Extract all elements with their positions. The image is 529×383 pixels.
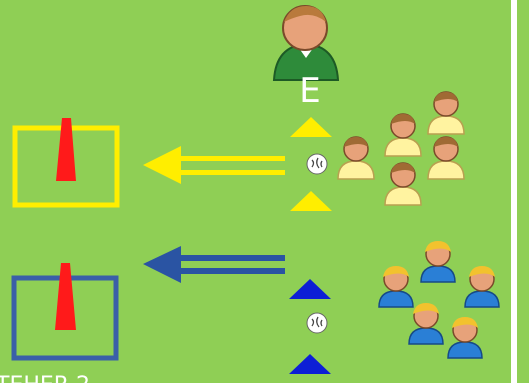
player-icon: [447, 317, 483, 359]
blue-goal: [11, 263, 119, 361]
blue-arrow-icon: [143, 246, 285, 283]
player-icon: [420, 241, 456, 283]
yellow-arrow-icon: [143, 146, 285, 184]
player-icon: [378, 266, 414, 308]
yellow-marker-icon: [290, 191, 332, 211]
coach-icon: [272, 5, 340, 81]
player-icon: [384, 113, 422, 157]
player-icon: [384, 162, 422, 206]
yellow-marker-icon: [290, 117, 332, 137]
ball-icon: [306, 153, 328, 175]
player-icon: [408, 303, 444, 345]
coach-label: E: [299, 71, 320, 111]
player-icon: [464, 266, 500, 308]
yellow-goal: [12, 118, 120, 208]
player-icon: [427, 136, 465, 180]
ball-icon: [306, 312, 328, 334]
player-icon: [427, 91, 465, 135]
cone-icon: [56, 118, 76, 181]
boundary-line: [511, 0, 517, 383]
team-label: TEHER 2: [0, 373, 90, 383]
player-icon: [337, 136, 375, 180]
blue-marker-icon: [289, 354, 331, 374]
cone-icon: [55, 263, 76, 330]
blue-marker-icon: [289, 279, 331, 299]
